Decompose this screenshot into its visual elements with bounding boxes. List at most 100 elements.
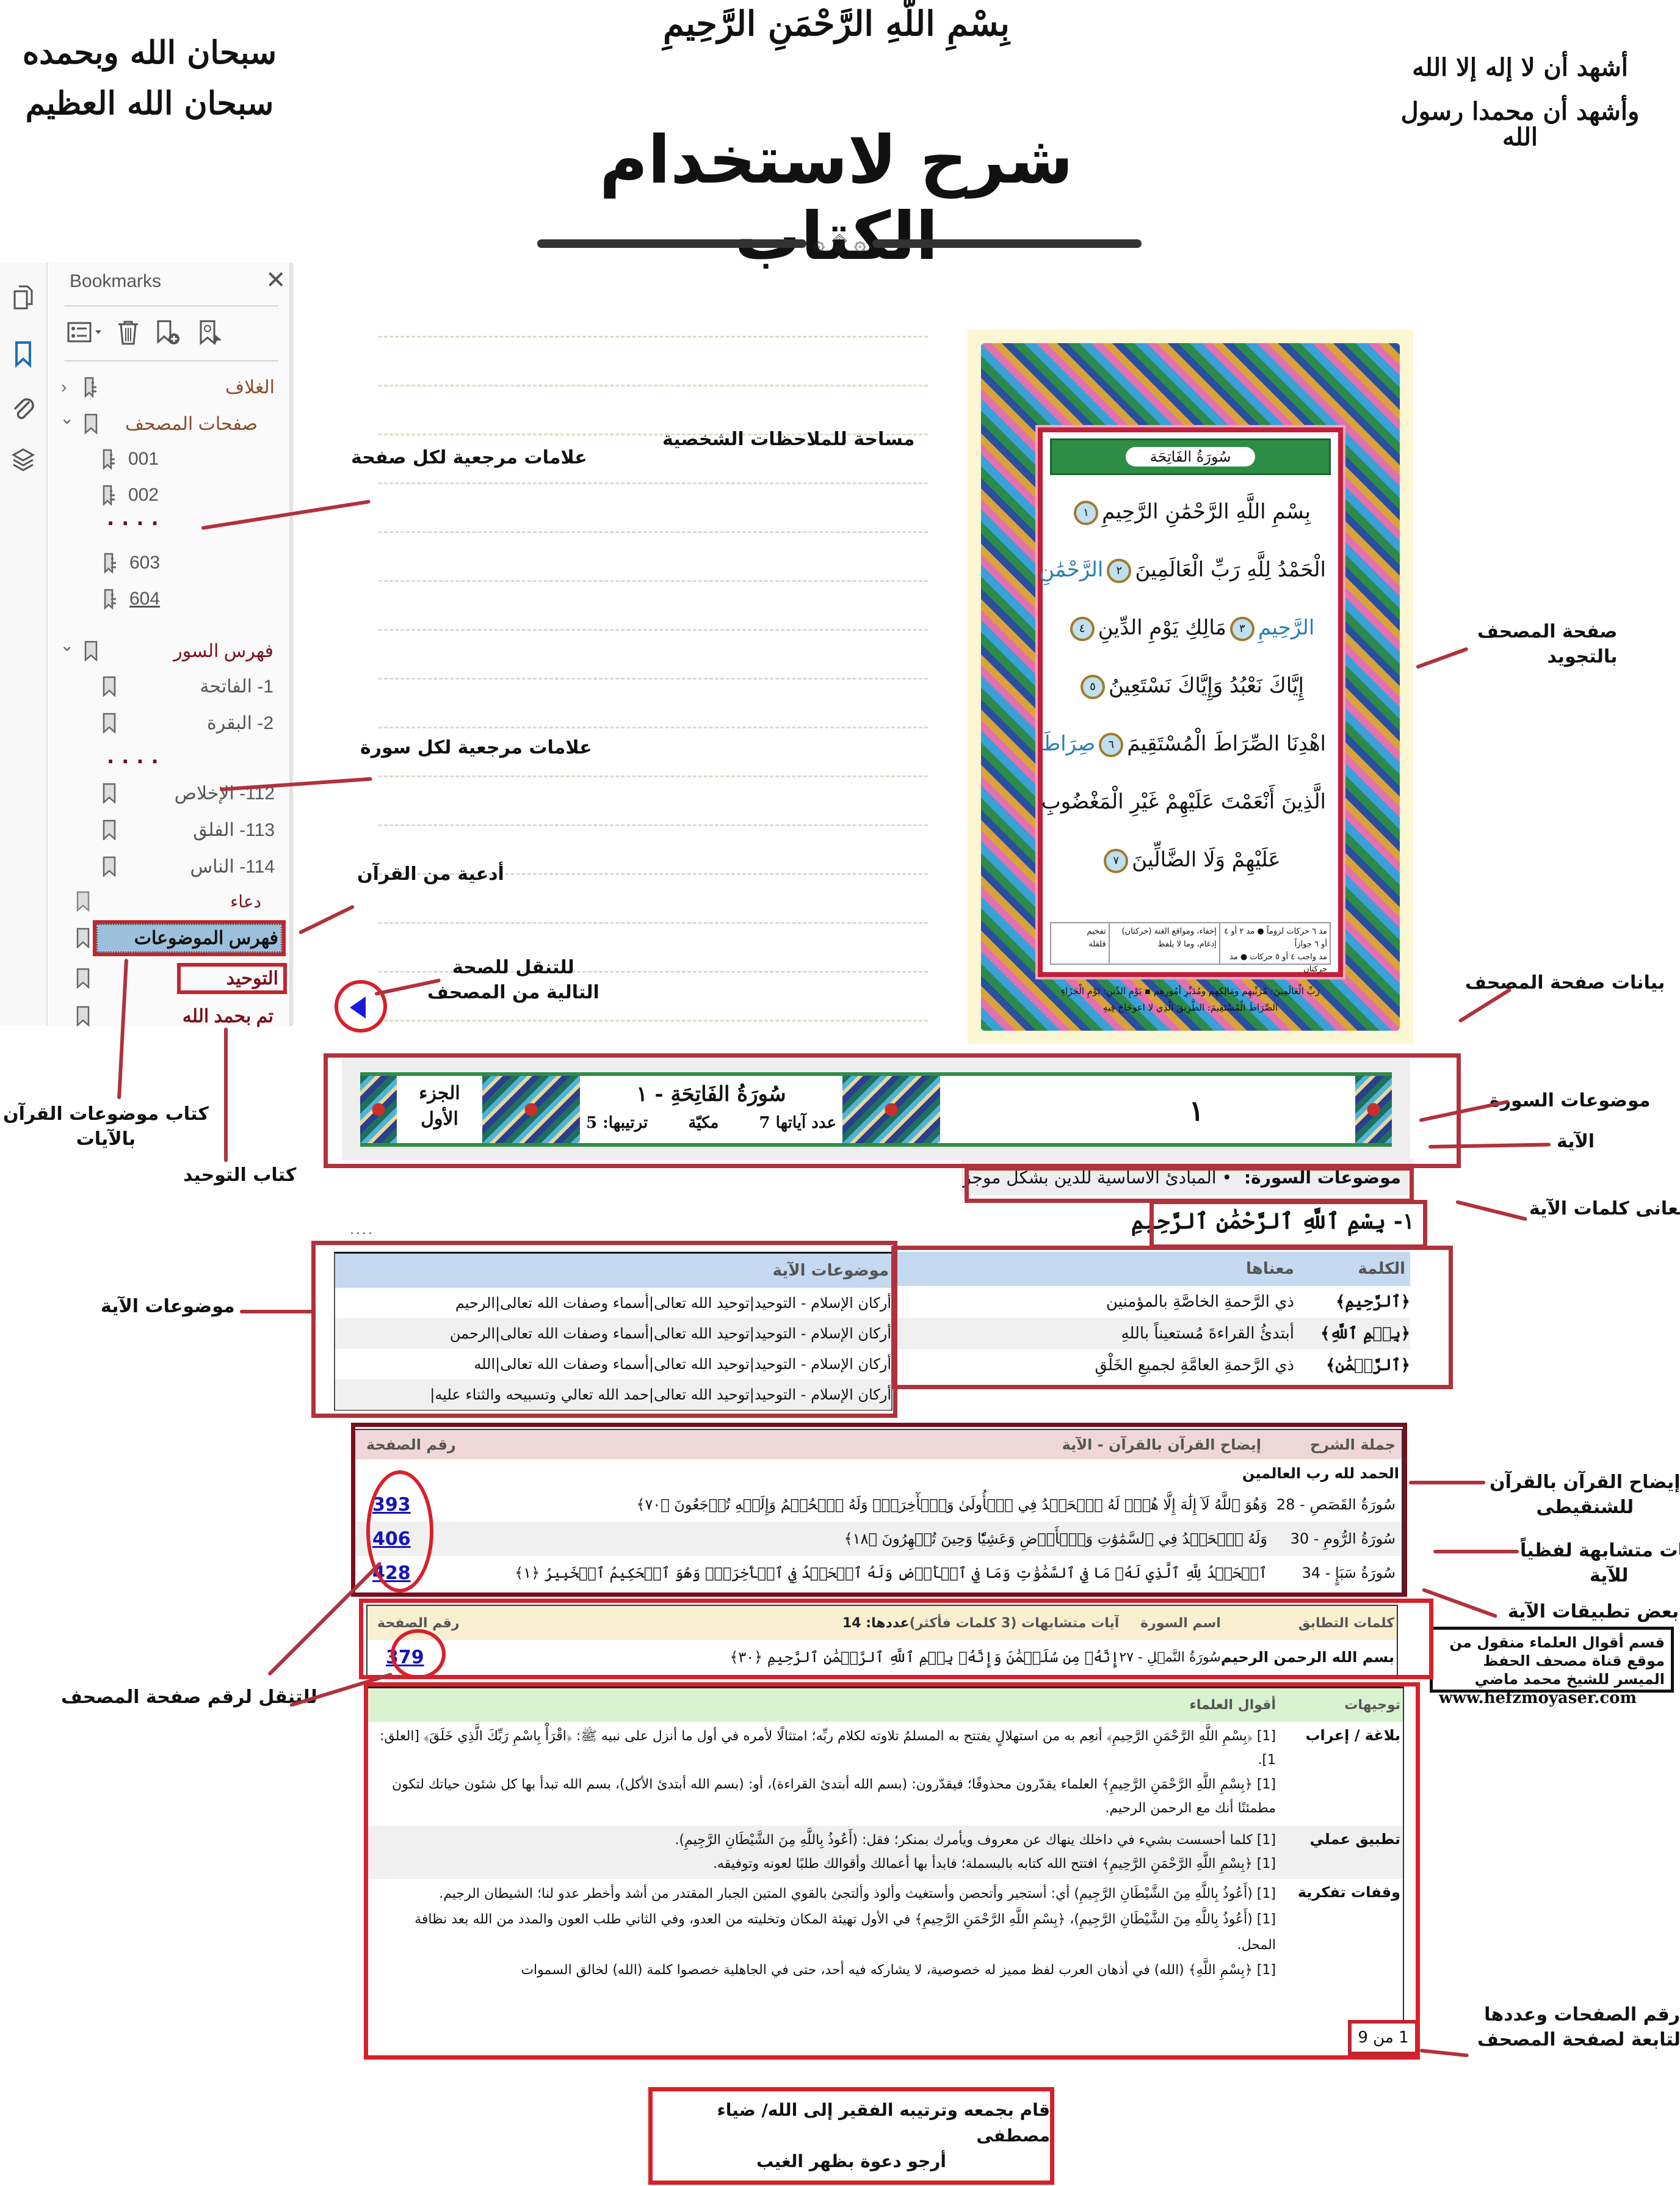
bookmark-icon: [103, 713, 116, 733]
applications-highlight: [364, 1682, 1420, 2060]
page-title: شرح لاستخدام الكتاب: [599, 122, 1073, 275]
juz-label: الجزء: [419, 1083, 460, 1104]
verse-text: بِسْمِ اللَّهِ الرَّحْمَٰنِ الرَّحِيمِ: [1102, 499, 1311, 524]
bookmark-page-002[interactable]: 002: [49, 481, 293, 510]
bookmark-label: 1- الفاتحة: [200, 676, 273, 697]
word-cell: ﴿بِسۡمِ ٱللَّهِ﴾: [1320, 1324, 1410, 1343]
meaning-cell: ذي الرَّحمةِ العامَّةِ لجميعِ الخَلْقِ: [1095, 1356, 1294, 1374]
bookmark-page-604[interactable]: 604: [49, 584, 293, 614]
surah-cell: سُورَةُ القَصَصِ - 28: [1276, 1496, 1396, 1513]
annotation-tawheed-book: كتاب التوحيد: [183, 1164, 297, 1186]
column-header: جملة الشرح: [1310, 1436, 1396, 1453]
legend-item: إخفاء، ومواقع الغنة (حركتان): [1121, 927, 1217, 936]
bookmark-label: الغلاف: [225, 377, 275, 398]
legend-item: قلقلة: [1088, 939, 1106, 949]
table-row: تطبيق عملي [1] كلما أحسست بشيء في داخلك …: [368, 1825, 1403, 1879]
scholar-note: [1] (أَعُوذُ بِاللَّهِ مِنَ الشَّيْطَانِ…: [415, 1911, 1276, 1953]
pages-icon[interactable]: [10, 284, 37, 311]
bookmark-surah-112[interactable]: 112- الإخلاص: [49, 779, 293, 808]
annotation-page-bookmarks: علامات مرجعية لكل صفحة: [351, 447, 587, 468]
leader-line: [1433, 1550, 1519, 1553]
annotation-applications: بعض تطبيقات الآية: [1508, 1601, 1679, 1622]
annotation-line: للتنقل للصحة: [452, 957, 574, 978]
column-header: اسم السورة: [1140, 1615, 1221, 1631]
find-bookmark-button[interactable]: [198, 318, 225, 348]
surah-title: سُورَةُ الفَاتِحَةِ - ١: [636, 1082, 786, 1106]
bookmark-cover[interactable]: › الغلاف: [49, 372, 293, 402]
page-data-highlight: [324, 1053, 1461, 1168]
bookmark-surah-114[interactable]: 114- الناس: [49, 852, 293, 881]
shanqiti-table: جملة الشرح إيضاح القرآن بالقرآن - الآية …: [353, 1429, 1403, 1594]
similar-verses-table: كلمات التطابق اسم السورة آيات متشابهات (…: [366, 1605, 1398, 1677]
annotation-line: صفحة المصحف: [1477, 621, 1618, 642]
bookmark-surah-1[interactable]: 1- الفاتحة: [49, 672, 293, 701]
table-row: أركان الإسلام - التوحيد|توحيد الله تعالى…: [335, 1379, 891, 1410]
page-bookmark-icon: [84, 377, 96, 398]
bookmark-mushaf-pages[interactable]: ⌄ صفحات المصحف: [49, 409, 293, 438]
ayah-highlight: [1150, 1200, 1427, 1249]
layers-icon[interactable]: [10, 447, 37, 474]
bookmark-surah-113[interactable]: 113- الفلق: [49, 815, 293, 844]
bookmark-label: 002: [128, 485, 159, 505]
chevron-down-icon[interactable]: ⌄: [60, 636, 74, 655]
bookmark-topics-index[interactable]: فهرس الموضوعات: [49, 920, 293, 956]
personal-notes-area[interactable]: [324, 318, 952, 1075]
annotation-line: رقم الصفحات وعددها: [1484, 2004, 1680, 2025]
annotation-word-meanings: معانى كلمات الآية: [1529, 1198, 1680, 1219]
notes-area-label: مساحة للملاحظات الشخصية: [662, 429, 915, 450]
glossary-line: الصِّرَاطَ الْمُسْتَقِيمَ: الطَّرِيقَ ال…: [1102, 1002, 1278, 1013]
column-header: الكلمة: [1358, 1260, 1405, 1278]
bookmark-surah-2[interactable]: 2- البقرة: [49, 708, 293, 738]
surah-cell: سُورَةُ سَبَإٍ - 34: [1302, 1564, 1396, 1581]
annotation-line: للآية: [1589, 1564, 1629, 1586]
chevron-down-icon[interactable]: ⌄: [60, 409, 74, 427]
legend-item: مد ٢ أو ٤ أو ٦ جوازاً: [1224, 927, 1327, 949]
bookmark-tawheed[interactable]: التوحيد: [49, 962, 293, 994]
new-bookmark-button[interactable]: [156, 318, 183, 348]
verse-text: الرَّحْمَٰنِ: [1039, 557, 1104, 582]
bookmark-dua[interactable]: دعاء: [49, 887, 293, 916]
bookmark-page-001[interactable]: 001: [49, 445, 293, 474]
bookmark-surah-index[interactable]: ⌄ فهرس السور: [49, 636, 293, 666]
next-page-arrow-icon[interactable]: [350, 997, 366, 1019]
calligraphy-line: سبحان الله وبحمده: [22, 34, 277, 71]
bookmark-icon: [76, 928, 90, 948]
revelation-type: مكيّة: [688, 1114, 719, 1132]
attachment-icon[interactable]: [10, 396, 37, 423]
table-row: بلاغة / إعراب [1] ﴿بِسْمِ اللَّهِ الرَّح…: [368, 1722, 1403, 1826]
ayah-count: عدد آياتها 7: [759, 1114, 836, 1132]
scholar-note: [1] ﴿بِسْمِ اللَّهِ الرَّحْمَنِ الرَّحِي…: [379, 1728, 1276, 1768]
divider: [65, 360, 278, 361]
category-cell: بلاغة / إعراب: [1305, 1726, 1400, 1744]
ayah-cell: إِنَّهُۥ مِن سُلَيۡمَٰنَ وَإِنَّهُۥ بِسۡ…: [730, 1649, 1120, 1666]
annotation-line: إيضاح القرآن بالقرآن: [1490, 1472, 1680, 1493]
calligraphy-line: وأشهد أن محمدا رسول الله: [1400, 97, 1640, 151]
bookmark-label: 001: [128, 449, 159, 469]
table-row: أركان الإسلام - التوحيد|توحيد الله تعالى…: [335, 1318, 891, 1349]
table-row: ﴿بِسۡمِ ٱللَّهِ﴾أبتدئُ القراءةَ مُستعينا…: [896, 1318, 1410, 1349]
delete-bookmark-button[interactable]: [116, 318, 140, 348]
bookmark-icon[interactable]: [10, 341, 37, 368]
count-value: 14: [842, 1615, 861, 1631]
surah-cell: سُورَةُ النَّمۡلِ - ٢٧: [1119, 1649, 1221, 1665]
calligraphy-line: سبحان الله العظيم: [25, 84, 274, 122]
tajweed-legend: مد ٦ حركات لزوماً ● مد ٢ أو ٤ أو ٦ جوازا…: [1050, 922, 1331, 974]
chevron-right-icon[interactable]: ›: [61, 377, 67, 396]
verse-text: الَّذِينَ أَنْعَمْتَ عَلَيْهِمْ غَيْرِ ا…: [1041, 790, 1326, 814]
ornament: [842, 1076, 940, 1143]
table-row: وقفات تفكرية [1] (أَعُوذُ بِاللَّهِ مِنَ…: [368, 1879, 1403, 1986]
close-icon[interactable]: ✕: [266, 266, 286, 294]
verse-number: ٤: [1070, 617, 1095, 641]
meaning-cell: ذي الرَّحمةِ الخاصَّةِ بالمؤمنين: [1106, 1293, 1294, 1311]
bookmark-page-603[interactable]: 603: [49, 548, 293, 578]
bookmark-end[interactable]: تم بحمد الله: [49, 1001, 293, 1031]
scholar-note: [1] (أَعُوذُ بِاللَّهِ مِنَ الشَّيْطَانِ…: [439, 1886, 1276, 1902]
calligraphy-line: أشهد أن لا إله إلا الله: [1412, 53, 1628, 82]
page-bookmark-icon: [103, 449, 115, 470]
ayah-count-value: 7: [759, 1114, 770, 1132]
scholar-note: [1] ﴿بِسْمِ اللَّهِ﴾ (الله) في أذهان الع…: [521, 1963, 1276, 1978]
options-menu-button[interactable]: [67, 318, 104, 348]
page-info-panel: الجزء الأول سُورَةُ الفَاتِحَةِ - ١ عدد …: [342, 1056, 1410, 1160]
